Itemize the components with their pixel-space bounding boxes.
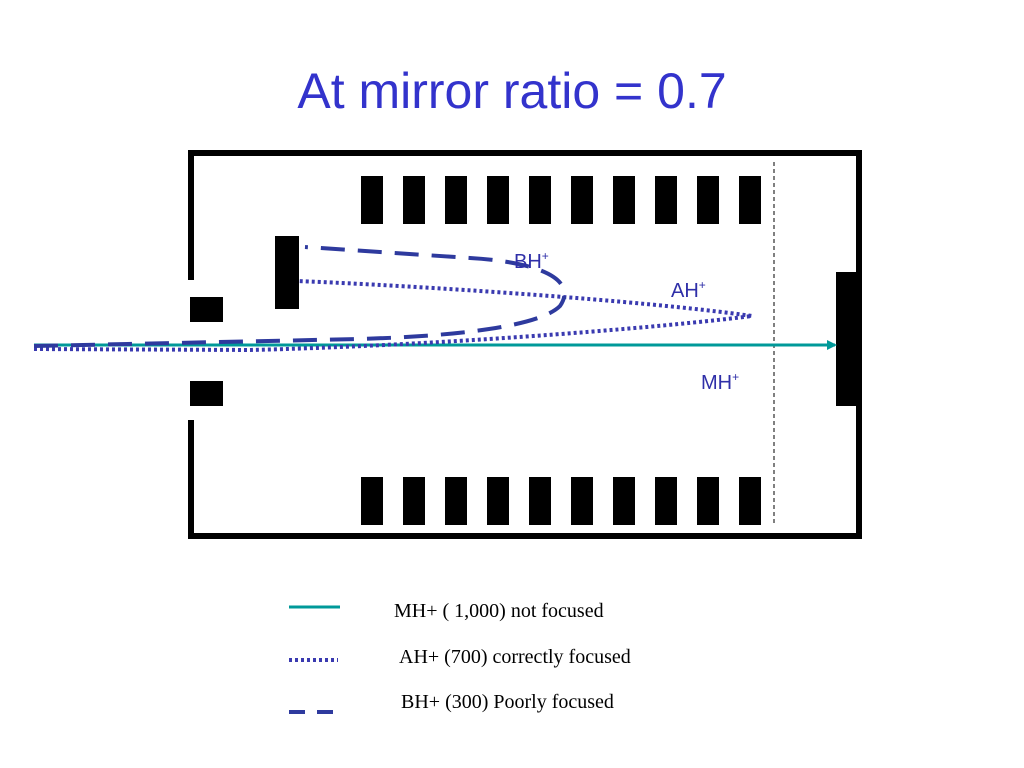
electrode-ring	[571, 477, 593, 525]
legend-mh-text: MH+ ( 1,000) not focused	[394, 600, 604, 622]
bh-label: BH+	[514, 249, 549, 273]
electrode-ring	[529, 477, 551, 525]
mh-label: MH+	[701, 370, 739, 394]
electrode-ring	[487, 176, 509, 224]
electrode-ring	[445, 477, 467, 525]
electrode-ring	[361, 176, 383, 224]
electrode-ring	[697, 176, 719, 224]
electrode-ring	[529, 176, 551, 224]
entrance-aperture-bottom	[190, 381, 223, 406]
electrode-ring	[571, 176, 593, 224]
legend-ah-text: AH+ (700) correctly focused	[399, 646, 631, 668]
electrode-ring	[445, 176, 467, 224]
detector	[836, 272, 859, 406]
electrode-ring	[403, 176, 425, 224]
legend-bh-text: BH+ (300) Poorly focused	[401, 691, 614, 713]
electrode-ring	[739, 477, 761, 525]
bottom-electrode-rings	[361, 477, 761, 525]
slide-title: At mirror ratio = 0.7	[297, 63, 727, 119]
electrode-ring	[613, 477, 635, 525]
ah-label: AH+	[671, 278, 706, 302]
electrode-ring	[655, 477, 677, 525]
electrode-ring	[613, 176, 635, 224]
ah-trajectory	[33, 279, 753, 353]
reflector-plate	[275, 236, 299, 309]
top-electrode-rings	[361, 176, 761, 224]
bh-trajectory	[33, 245, 567, 348]
electrode-ring	[655, 176, 677, 224]
entrance-aperture-top	[190, 297, 223, 322]
electrode-ring	[403, 477, 425, 525]
electrode-ring	[361, 477, 383, 525]
electrode-ring	[697, 477, 719, 525]
electrode-ring	[487, 477, 509, 525]
electrode-ring	[739, 176, 761, 224]
